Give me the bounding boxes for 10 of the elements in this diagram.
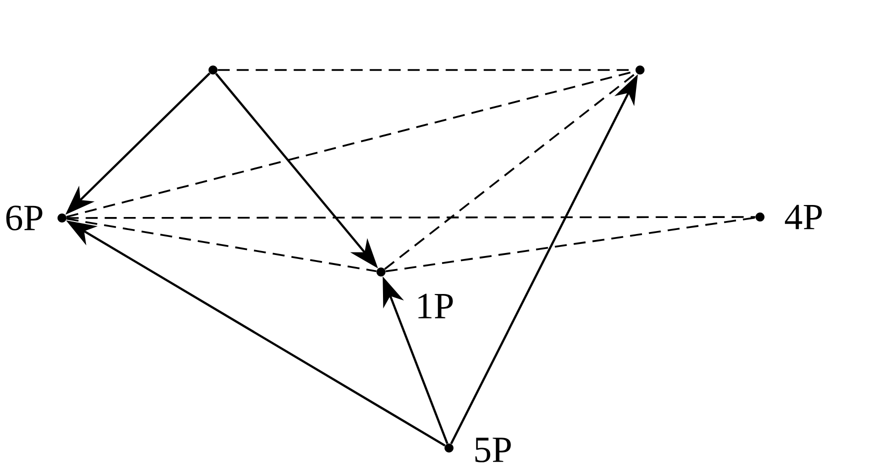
point-dot [636, 66, 644, 74]
dashed-line [66, 216, 756, 219]
point-label: 4P [784, 204, 822, 230]
point-dot [208, 66, 218, 74]
point-label: 6P [6, 206, 42, 230]
dashed-line [66, 218, 377, 272]
dashed-line [384, 72, 637, 270]
point-label: 5P [475, 438, 511, 462]
dashed-line [386, 216, 756, 272]
point-label: 1P [418, 294, 453, 318]
